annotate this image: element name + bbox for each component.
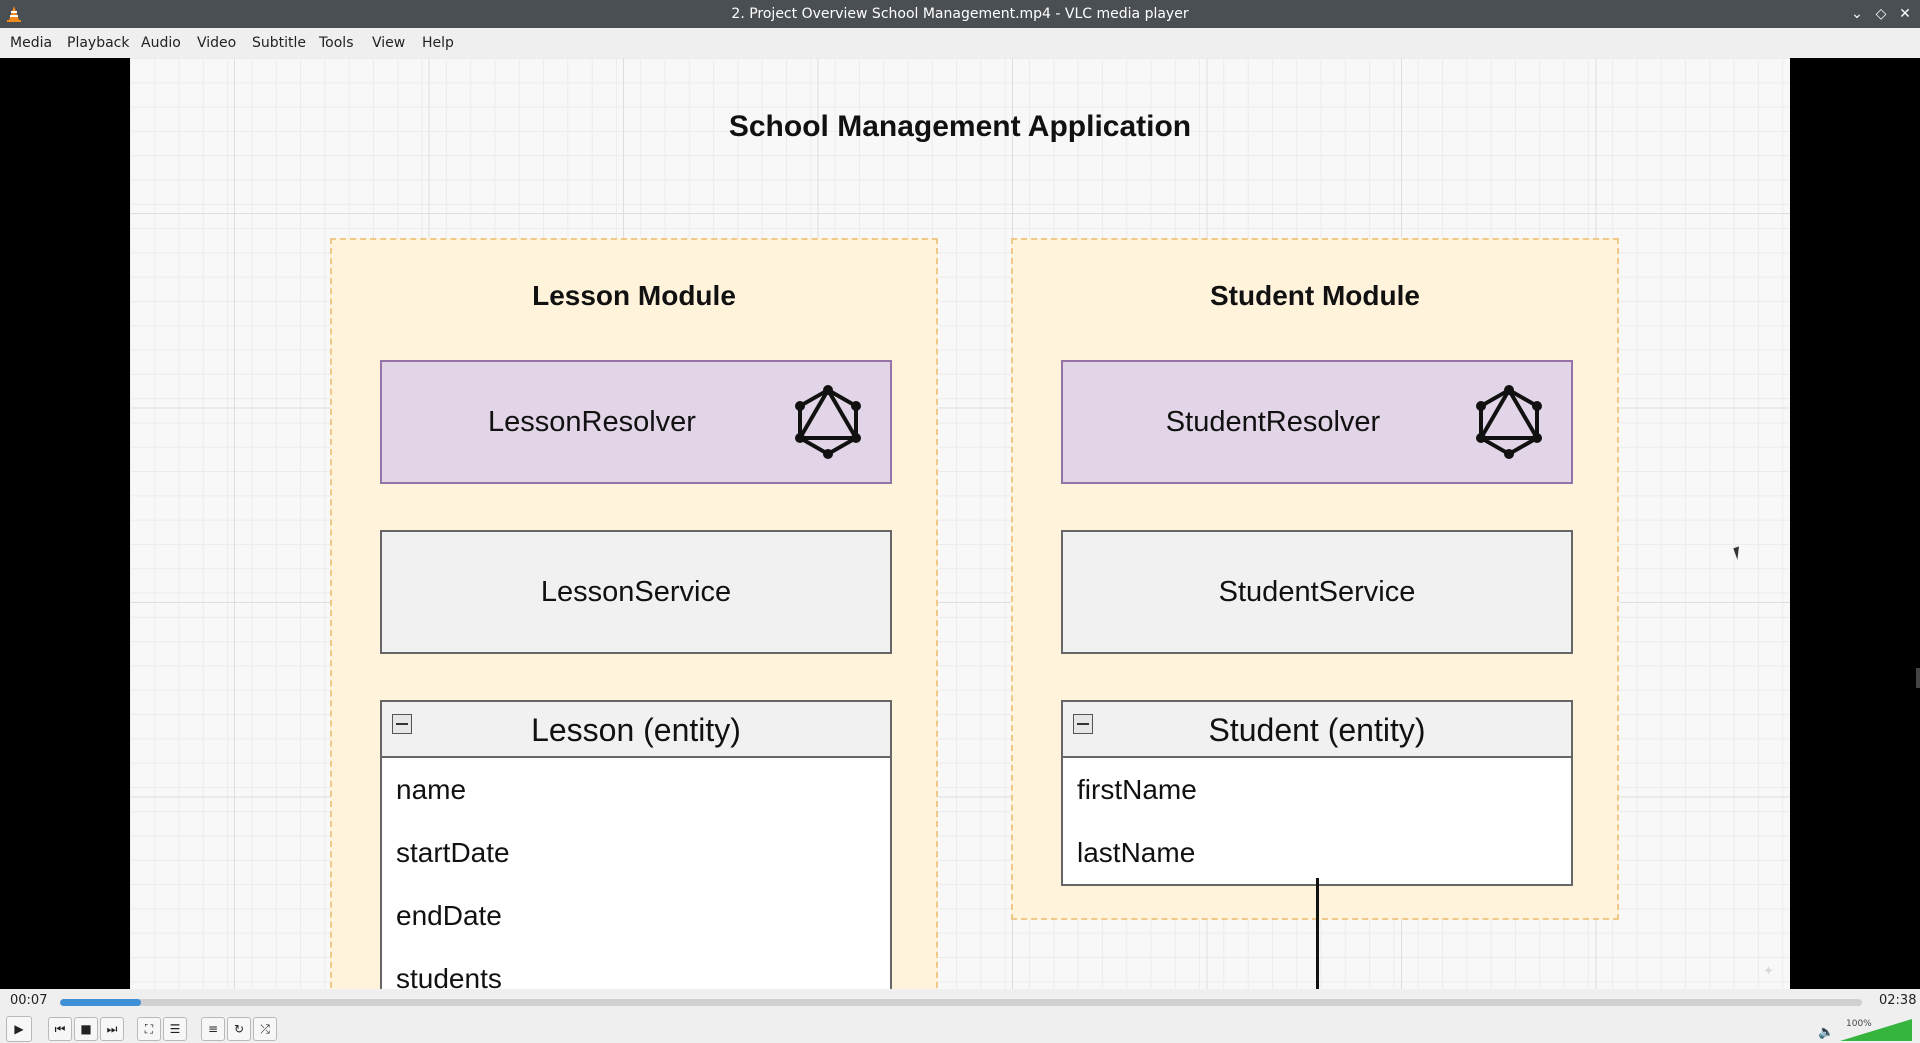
minimize-button[interactable]: ⌄	[1847, 4, 1867, 24]
student-entity-header: Student (entity)	[1063, 702, 1571, 758]
student-entity-box: Student (entity) firstName lastName	[1061, 700, 1573, 886]
loop-button[interactable]: ↻	[227, 1017, 251, 1041]
lesson-entity-box: Lesson (entity) name startDate endDate s…	[380, 700, 892, 989]
collapse-icon[interactable]	[392, 714, 412, 734]
entity-field: endDate	[396, 900, 502, 931]
lesson-module: Lesson Module LessonResolver LessonServi…	[330, 238, 938, 989]
menu-tools[interactable]: Tools	[319, 35, 354, 51]
lesson-service-box: LessonService	[380, 530, 892, 654]
playback-controls: 00:07 02:38 ▶ ⏮ ■ ⏭ ⛶ ☰ ≡ ↻ ⤮ 🔈 100%	[0, 989, 1920, 1043]
volume-slider[interactable]	[1840, 1019, 1912, 1041]
student-module-title: Student Module	[1210, 280, 1420, 311]
menu-subtitle[interactable]: Subtitle	[252, 35, 307, 51]
entity-field: startDate	[396, 837, 510, 868]
student-entity-label: Student (entity)	[1208, 712, 1426, 748]
udemy-watermark: ✦	[1763, 964, 1774, 979]
total-time[interactable]: 02:38	[1879, 993, 1917, 1008]
lesson-resolver-box: LessonResolver	[380, 360, 892, 484]
previous-button[interactable]: ⏮	[48, 1017, 72, 1041]
collapse-icon[interactable]	[1073, 714, 1093, 734]
play-icon: ▶	[14, 1022, 24, 1036]
skip-forward-icon: ⏭	[106, 1021, 118, 1036]
vlc-cone-icon	[7, 6, 21, 22]
shuffle-button[interactable]: ⤮	[253, 1017, 277, 1041]
menu-help[interactable]: Help	[422, 35, 454, 51]
video-area[interactable]: School Management Application Lesson Mod…	[0, 58, 1920, 989]
connector-line	[1316, 878, 1319, 989]
graphql-icon	[1476, 385, 1542, 459]
menu-video[interactable]: Video	[197, 35, 237, 51]
sliders-icon: ☰	[169, 1022, 181, 1036]
playlist-icon: ≡	[207, 1022, 219, 1036]
fullscreen-button[interactable]: ⛶	[137, 1017, 161, 1041]
title-bar: 2. Project Overview School Management.mp…	[0, 0, 1920, 28]
graphql-icon	[795, 385, 861, 459]
seek-bar[interactable]	[60, 999, 1862, 1006]
close-icon: ✕	[1899, 6, 1911, 22]
menu-media[interactable]: Media	[10, 35, 53, 51]
student-module: Student Module StudentResolver StudentSe…	[1011, 238, 1619, 920]
lesson-entity-label: Lesson (entity)	[531, 712, 741, 748]
menu-playback[interactable]: Playback	[67, 35, 130, 51]
lesson-entity-header: Lesson (entity)	[382, 702, 890, 758]
student-service-label: StudentService	[1218, 576, 1416, 608]
next-button[interactable]: ⏭	[100, 1017, 124, 1041]
entity-field: lastName	[1077, 837, 1196, 868]
student-service-box: StudentService	[1061, 530, 1573, 654]
loop-icon: ↻	[233, 1022, 245, 1036]
playlist-button[interactable]: ≡	[201, 1017, 225, 1041]
diamond-icon: ◇	[1875, 6, 1887, 22]
student-resolver-box: StudentResolver	[1061, 360, 1573, 484]
close-button[interactable]: ✕	[1895, 4, 1915, 24]
entity-field: students	[396, 963, 502, 989]
volume-percentage: 100%	[1846, 1019, 1872, 1029]
play-button[interactable]: ▶	[6, 1016, 32, 1042]
entity-field: firstName	[1077, 774, 1197, 805]
student-resolver-label: StudentResolver	[1165, 406, 1381, 438]
chevron-down-icon: ⌄	[1851, 6, 1863, 22]
menu-audio[interactable]: Audio	[141, 35, 181, 51]
seek-bar-fill	[60, 999, 142, 1006]
edge-handle[interactable]	[1916, 668, 1920, 688]
speaker-icon[interactable]: 🔈	[1818, 1025, 1835, 1040]
extended-settings-button[interactable]: ☰	[163, 1017, 187, 1041]
shuffle-icon: ⤮	[260, 1021, 270, 1036]
stop-icon: ■	[80, 1022, 92, 1036]
lesson-service-label: LessonService	[540, 576, 732, 608]
lesson-module-title: Lesson Module	[532, 280, 736, 311]
skip-back-icon: ⏮	[54, 1021, 66, 1036]
menu-bar: Media Playback Audio Video Subtitle Tool…	[0, 28, 1920, 59]
window-title: 2. Project Overview School Management.mp…	[731, 6, 1189, 22]
maximize-button[interactable]: ◇	[1871, 4, 1891, 24]
lesson-resolver-label: LessonResolver	[488, 406, 696, 438]
menu-view[interactable]: View	[372, 35, 406, 51]
elapsed-time[interactable]: 00:07	[10, 993, 48, 1008]
video-frame: School Management Application Lesson Mod…	[130, 58, 1790, 989]
diagram-title: School Management Application	[728, 110, 1192, 143]
entity-field: name	[396, 774, 467, 805]
stop-button[interactable]: ■	[74, 1017, 98, 1041]
fullscreen-icon: ⛶	[144, 1021, 154, 1036]
